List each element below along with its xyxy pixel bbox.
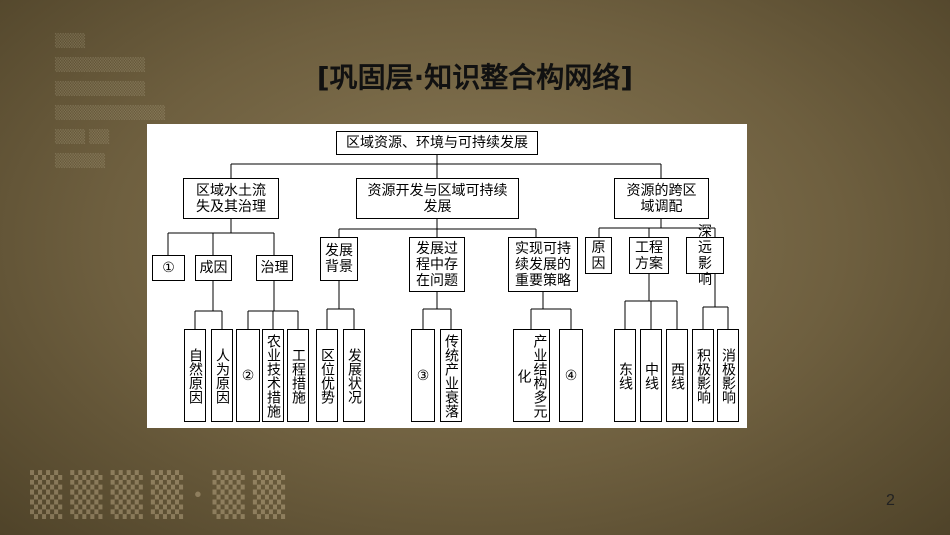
- node-dev-status: 发展状况: [343, 329, 365, 422]
- node-blank-1: ①: [152, 255, 185, 281]
- background-calligraphy: ▒▒▒▒·▒▒: [30, 470, 294, 519]
- node-traditional-decline: 传统产业衰落: [440, 329, 462, 422]
- node-plan: 工程方案: [629, 237, 669, 274]
- node-negative-impact: 消极影响: [717, 329, 739, 422]
- node-west-route: 西线: [666, 329, 688, 422]
- slide-title: [巩固层·知识整合构网络]: [316, 61, 634, 94]
- node-blank-3: ③: [411, 329, 435, 422]
- node-east-route: 东线: [614, 329, 636, 422]
- node-treatment: 治理: [256, 255, 293, 281]
- root-node: 区域资源、环境与可持续发展: [336, 131, 538, 155]
- node-soil-erosion: 区域水土流失及其治理: [183, 178, 279, 219]
- node-diversify: 产业结构多元化: [513, 329, 550, 422]
- node-resource-development: 资源开发与区域可持续发展: [356, 178, 519, 219]
- node-cause: 成因: [195, 255, 232, 281]
- node-background: 发展背景: [320, 237, 358, 281]
- background-decoration: ▒▒▒▒▒▒▒▒▒▒▒▒▒▒▒▒▒▒▒▒▒▒▒▒▒▒▒▒▒▒▒▒▒▒▒ ▒▒▒▒…: [55, 34, 165, 169]
- node-positive-impact: 积极影响: [692, 329, 714, 422]
- node-resource-transfer: 资源的跨区域调配: [614, 178, 709, 219]
- node-blank-4: ④: [559, 329, 583, 422]
- node-problems: 发展过程中存在问题: [409, 237, 465, 292]
- page-number: 2: [886, 492, 895, 509]
- connector-lines: [167, 155, 729, 329]
- knowledge-diagram: 区域资源、环境与可持续发展 区域水土流失及其治理 资源开发与区域可持续发展 资源…: [147, 124, 747, 428]
- node-natural-cause: 自然原因: [184, 329, 206, 422]
- node-middle-route: 中线: [640, 329, 662, 422]
- node-human-cause: 人为原因: [211, 329, 233, 422]
- node-strategy: 实现可持续发展的重要策略: [508, 237, 578, 292]
- node-location: 区位优势: [316, 329, 338, 422]
- node-reason: 原因: [585, 237, 612, 274]
- node-eng-measures: 工程措施: [287, 329, 309, 422]
- node-impact: 深远影响: [686, 224, 724, 288]
- node-blank-2: ②: [236, 329, 260, 422]
- node-agri-tech: 农业技术措施: [262, 329, 284, 422]
